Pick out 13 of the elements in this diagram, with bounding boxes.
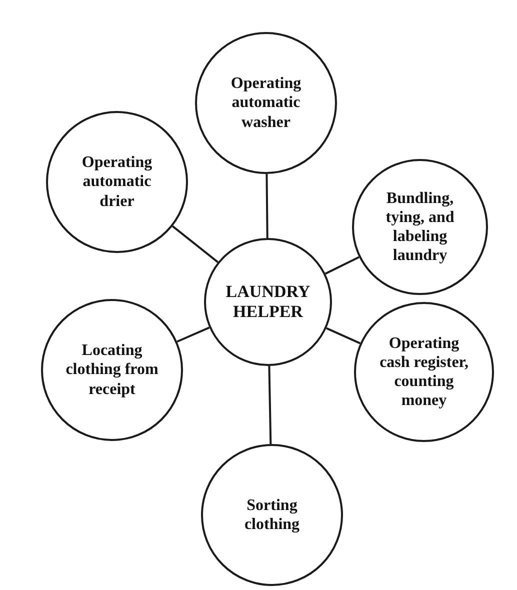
circle-label: Operating automatic washer: [230, 74, 302, 132]
circle-label: LAUNDRY HELPER: [224, 282, 312, 322]
circle-label: Sorting clothing: [243, 496, 301, 534]
connector-line: [176, 326, 210, 343]
circle-label: Bundling, tying, and labeling laundry: [384, 188, 456, 266]
circle-label: Locating clothing from receipt: [64, 341, 160, 399]
connector-line: [172, 225, 219, 263]
connector-line: [266, 174, 268, 238]
circle-label: Operating cash register, counting money: [378, 334, 470, 410]
connector-line: [268, 366, 272, 444]
connector-line: [324, 256, 360, 275]
connector-line: [326, 327, 361, 344]
circle-label: Operating automatic drier: [80, 153, 154, 211]
